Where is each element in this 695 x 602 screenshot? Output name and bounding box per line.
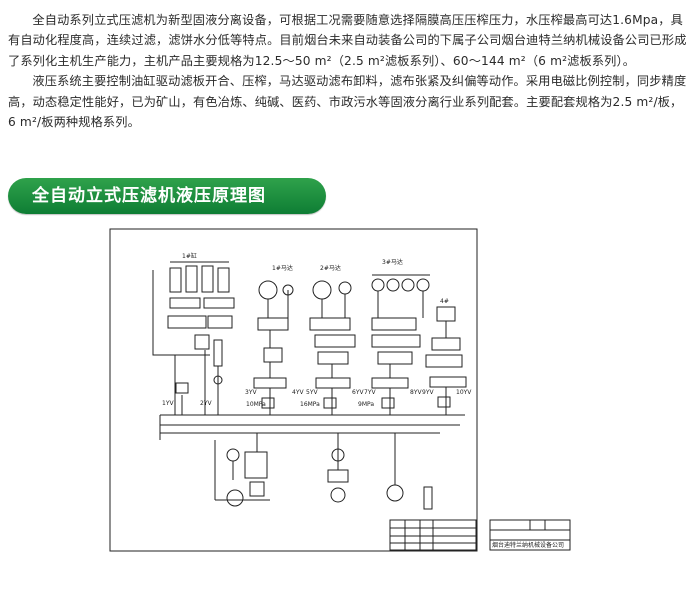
section-banner: 全自动立式压滤机液压原理图: [8, 178, 326, 214]
label-valve-10: 10YV: [456, 389, 472, 396]
label-valve-7: 4YV: [292, 389, 304, 396]
label-valve-6: 2YV: [200, 400, 212, 407]
label-valve-5: 9YV: [422, 389, 434, 396]
title-block-company: 烟台迪特兰纳机械设备公司: [492, 541, 564, 549]
label-pressure-3: 9MPa: [358, 401, 374, 408]
label-pressure-2: 16MPa: [300, 401, 320, 408]
label-pressure-1: 10MPa: [246, 401, 266, 408]
label-valve-4: 7YV: [364, 389, 376, 396]
label-valve-2: 3YV: [245, 389, 257, 396]
label-valve-3: 5YV: [306, 389, 318, 396]
intro-paragraph-2: 液压系统主要控制油缸驱动滤板开合、压榨，马达驱动滤布卸料，滤布张紧及纠偏等动作。…: [8, 74, 687, 130]
label-group-5: 4#: [440, 298, 449, 305]
label-valve-9: 8YV: [410, 389, 422, 396]
label-group-3: 2#马达: [320, 264, 341, 272]
intro-paragraph-1: 全自动系列立式压滤机为新型固液分离设备，可根据工况需要随意选择隔膜高压压榨压力，…: [8, 13, 687, 68]
label-group-2: 1#马达: [272, 264, 293, 272]
label-valve-8: 6YV: [352, 389, 364, 396]
label-group-1: 1#缸: [182, 252, 197, 260]
intro-text: 全自动系列立式压滤机为新型固液分离设备，可根据工况需要随意选择隔膜高压压榨压力，…: [8, 10, 688, 132]
label-group-4: 3#马达: [382, 258, 403, 266]
label-valve-1: 1YV: [162, 400, 174, 407]
